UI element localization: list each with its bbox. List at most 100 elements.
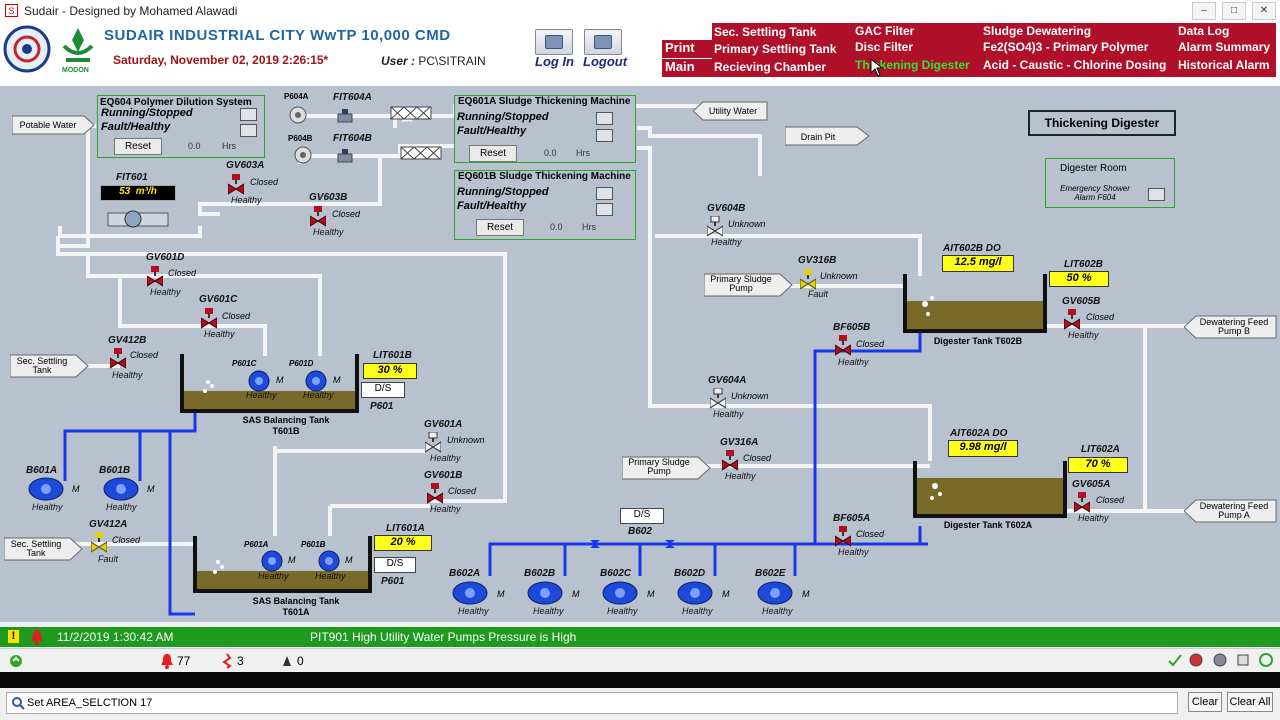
nav-chemical-dosing[interactable]: Acid - Caustic - Chlorine Dosing <box>983 58 1167 72</box>
clear-button[interactable]: Clear <box>1188 692 1222 712</box>
gv316b-tag: GV316B <box>798 255 837 266</box>
gv605b-valve-icon[interactable] <box>1064 309 1080 331</box>
strainer-b-icon <box>400 146 442 160</box>
gv601b-valve-icon[interactable] <box>427 483 443 505</box>
b602c-blower-icon[interactable] <box>602 580 642 606</box>
gv604b-valve-icon[interactable] <box>707 216 723 238</box>
close-button[interactable]: ✕ <box>1252 2 1276 20</box>
sec-settling-arrow-1-icon <box>10 354 89 378</box>
gv601c-valve-icon[interactable] <box>201 308 217 330</box>
utility-water-label[interactable]: Utility Water <box>708 106 758 116</box>
b601a-motor: M <box>72 484 80 494</box>
nav-thickening-digester[interactable]: Thickening Digester <box>855 58 970 72</box>
potable-water-label[interactable]: Potable Water <box>19 120 77 130</box>
logout-button[interactable] <box>584 29 622 55</box>
bf605a-valve-icon[interactable] <box>835 526 851 548</box>
b602a-blower-icon[interactable] <box>452 580 492 606</box>
eq604-hours-value: 0.0 <box>188 141 201 151</box>
nav-print[interactable]: Print <box>665 40 695 55</box>
b602b-blower-icon[interactable] <box>527 580 567 606</box>
primary-sludge-b-label[interactable]: Primary Sludge Pump <box>710 274 772 293</box>
gv605b-health: Healthy <box>1068 330 1099 340</box>
login-label[interactable]: Log In <box>535 54 574 69</box>
primary-sludge-a-label[interactable]: Primary Sludge Pump <box>628 457 690 476</box>
p601c-health: Healthy <box>246 390 277 400</box>
minimize-button[interactable]: – <box>1192 2 1216 20</box>
b602c-tag: B602C <box>600 568 632 579</box>
nav-primary-settling[interactable]: Primary Settling Tank <box>714 42 837 56</box>
p601a-pump-icon[interactable] <box>260 550 286 572</box>
nav-disc-filter[interactable]: Disc Filter <box>855 40 914 54</box>
status-refresh-icon[interactable] <box>8 653 24 669</box>
eq601b-reset-button[interactable]: Reset <box>476 219 524 236</box>
nav-grid <box>712 23 1276 77</box>
b601a-blower-icon[interactable] <box>28 476 68 502</box>
b602e-blower-icon[interactable] <box>757 580 797 606</box>
p604b-pump-icon[interactable] <box>292 144 314 166</box>
lit602b-level: 50 % <box>1049 271 1109 287</box>
ack-check-icon[interactable] <box>1167 652 1183 668</box>
lit601b-tag: LIT601B <box>373 350 412 361</box>
gv605a-valve-icon[interactable] <box>1074 492 1090 514</box>
maximize-button[interactable]: □ <box>1222 2 1246 20</box>
eq601a-reset-button[interactable]: Reset <box>469 145 517 162</box>
t601b-id: T601B <box>272 426 300 436</box>
nav-data-log[interactable]: Data Log <box>1178 24 1230 38</box>
nav-sec-settling[interactable]: Sec. Settling Tank <box>714 25 817 39</box>
ack-hand-icon[interactable] <box>1188 652 1204 668</box>
refresh-icon[interactable] <box>1258 652 1274 668</box>
command-input[interactable]: Set AREA_SELCTION 17 <box>6 692 1178 714</box>
dewatering-b-label[interactable]: Dewatering Feed Pump B <box>1199 317 1269 336</box>
p604a-pump-icon[interactable] <box>287 104 309 126</box>
b602-ds-button[interactable]: D/S <box>620 508 664 524</box>
gv316a-tag: GV316A <box>720 437 759 448</box>
eq604-reset-button[interactable]: Reset <box>114 138 162 155</box>
gv412b-state: Closed <box>130 350 159 360</box>
emergency-shower-indicator <box>1148 188 1165 201</box>
nav-receiving-chamber[interactable]: Recieving Chamber <box>714 60 827 74</box>
t601a-ds-button[interactable]: D/S <box>374 557 416 573</box>
gv601b-tag: GV601B <box>424 470 463 481</box>
lit602a-level: 70 % <box>1068 457 1128 473</box>
eq601a-running: Running/Stopped <box>457 111 549 123</box>
logout-label[interactable]: Logout <box>583 54 628 69</box>
gv601d-valve-icon[interactable] <box>147 266 163 288</box>
ack-all-icon[interactable] <box>1212 652 1228 668</box>
drain-pit-label[interactable]: Drain Pit <box>800 132 836 142</box>
gv316a-valve-icon[interactable] <box>722 450 738 472</box>
bf605b-valve-icon[interactable] <box>835 335 851 357</box>
b602e-tag: B602E <box>755 568 786 579</box>
nav-historical-alarm[interactable]: Historical Alarm <box>1178 58 1270 72</box>
dewatering-a-label[interactable]: Dewatering Feed Pump A <box>1199 501 1269 520</box>
nav-gac-filter[interactable]: GAC Filter <box>855 24 915 38</box>
gv603b-valve-icon[interactable] <box>310 206 326 228</box>
b601b-blower-icon[interactable] <box>103 476 143 502</box>
p601b-pump-icon[interactable] <box>317 550 343 572</box>
gv601c-state: Closed <box>222 311 251 321</box>
p601d-pump-icon[interactable] <box>304 370 330 392</box>
p601c-pump-icon[interactable] <box>247 370 273 392</box>
nav-sludge-dewatering[interactable]: Sludge Dewatering <box>983 24 1092 38</box>
gv412b-valve-icon[interactable] <box>110 348 126 370</box>
lit602a-tag: LIT602A <box>1081 444 1120 455</box>
lit601a-level: 20 % <box>374 535 432 551</box>
eq604-hours-unit: Hrs <box>222 141 236 151</box>
silence-icon[interactable] <box>1235 652 1251 668</box>
gv603a-valve-icon[interactable] <box>228 174 244 196</box>
nav-main[interactable]: Main <box>665 59 695 74</box>
nav-alarm-summary[interactable]: Alarm Summary <box>1178 40 1271 54</box>
clear-all-button[interactable]: Clear All <box>1227 692 1273 712</box>
gv601a-valve-icon[interactable] <box>425 432 441 454</box>
sec-settling-2-label[interactable]: Sec. Settling Tank <box>10 539 62 558</box>
t601a-id: T601A <box>282 607 310 617</box>
alarm-banner[interactable]: ! 11/2/2019 1:30:42 AM PIT901 High Utili… <box>0 627 1280 647</box>
sec-settling-1-label[interactable]: Sec. Settling Tank <box>16 356 68 375</box>
login-button[interactable] <box>535 29 573 55</box>
gv412a-valve-icon[interactable] <box>91 532 107 554</box>
gv316b-valve-icon[interactable] <box>800 269 816 291</box>
b602d-blower-icon[interactable] <box>677 580 717 606</box>
gv601c-health: Healthy <box>204 329 235 339</box>
t601b-ds-button[interactable]: D/S <box>361 382 405 398</box>
nav-primary-polymer[interactable]: Fe2(SO4)3 - Primary Polymer <box>983 40 1149 54</box>
gv604a-valve-icon[interactable] <box>710 388 726 410</box>
